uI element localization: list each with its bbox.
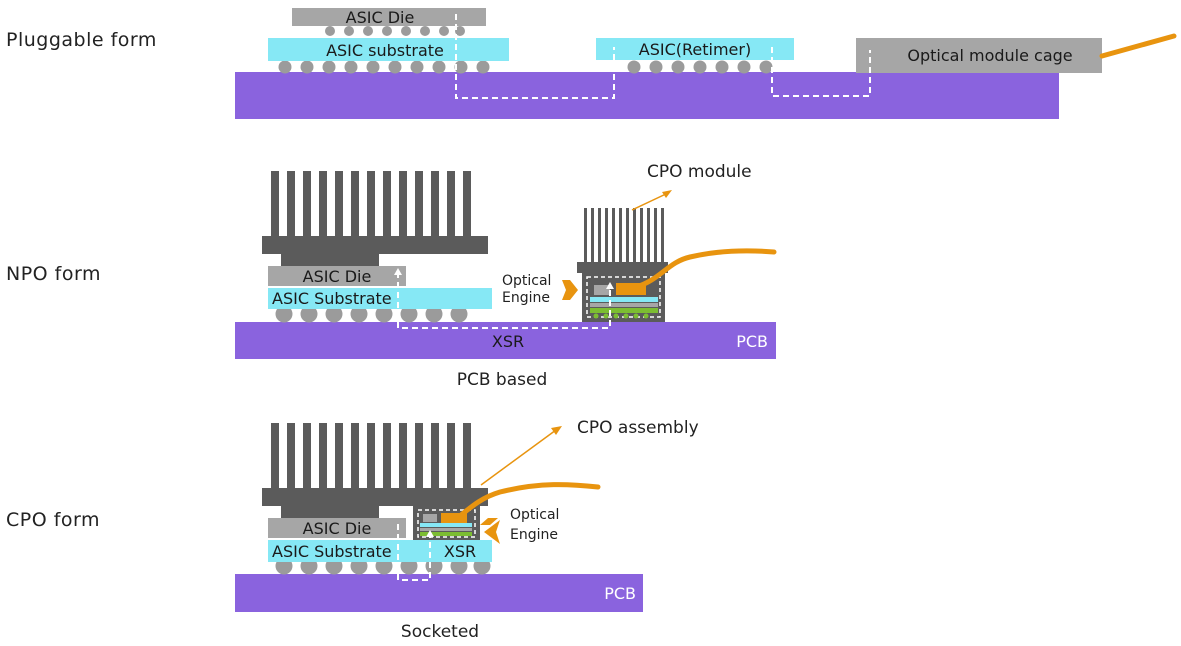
pluggable-retimer-balls	[627, 60, 773, 74]
cpo-assembly-label: CPO assembly	[577, 418, 699, 438]
npo-cpo-module-label: CPO module	[647, 162, 752, 182]
pluggable-signal-path-1	[455, 14, 615, 99]
npo-pcb-label: PCB	[736, 332, 768, 351]
npo-substrate-balls	[275, 305, 468, 323]
npo-path-arrow-up-2	[606, 282, 614, 289]
cpo-pcb-label: PCB	[604, 584, 636, 603]
cpo-signal-path	[397, 524, 431, 581]
npo-optical-engine-label-2: Engine	[502, 290, 550, 306]
cpo-fiber	[452, 482, 601, 523]
pluggable-retimer	[596, 38, 794, 60]
npo-cpo-module	[577, 208, 668, 322]
pluggable-asic-die-label: ASIC Die	[346, 8, 415, 27]
npo-asic-substrate	[268, 288, 492, 309]
cpo-assembly-leader	[480, 429, 557, 486]
pluggable-asic-die	[292, 8, 486, 26]
pluggable-form-label: Pluggable form	[6, 29, 157, 51]
npo-signal-path	[397, 272, 611, 329]
pluggable-die-balls	[325, 26, 465, 36]
pluggable-asic-substrate	[268, 38, 509, 61]
cpo-caption: Socketed	[401, 622, 479, 642]
cpo-asic-substrate	[268, 540, 492, 562]
cpo-path-arrow-up	[426, 530, 434, 537]
cpo-optical-engine-label-2: Engine	[510, 527, 558, 543]
npo-cpo-module-arrowhead	[662, 190, 672, 198]
pluggable-asic-substrate-label: ASIC substrate	[326, 41, 444, 60]
cpo-asic-die	[268, 518, 406, 538]
cpo-optical-engine-label-1: Optical	[510, 507, 559, 523]
pluggable-signal-path-2	[771, 47, 871, 97]
cpo-asic-substrate-label: ASIC Substrate	[272, 542, 392, 561]
npo-heatsink	[262, 171, 488, 266]
cpo-section: CPO form PCB ASIC Substrate XSR ASIC Die	[6, 418, 699, 642]
npo-asic-die	[268, 266, 406, 286]
npo-xsr-label: XSR	[492, 332, 524, 351]
npo-caption: PCB based	[457, 370, 548, 390]
npo-asic-die-label: ASIC Die	[303, 267, 372, 286]
cpo-form-label: CPO form	[6, 509, 100, 531]
cpo-optical-engine-arrow-top	[480, 518, 498, 525]
cpo-asic-die-label: ASIC Die	[303, 519, 372, 538]
optical-module-cage	[856, 38, 1102, 73]
cpo-xsr-label: XSR	[444, 542, 476, 561]
pluggable-retimer-label: ASIC(Retimer)	[639, 40, 751, 59]
npo-path-arrow-up-1	[394, 268, 402, 275]
pluggable-substrate-balls	[278, 60, 490, 74]
npo-form-label: NPO form	[6, 263, 101, 285]
npo-asic-substrate-label: ASIC Substrate	[272, 289, 392, 308]
npo-cpo-module-leader	[631, 192, 669, 211]
cpo-assembly-arrowhead	[551, 426, 562, 435]
npo-optical-engine-arrow	[562, 280, 578, 300]
optical-module-cage-label: Optical module cage	[907, 46, 1072, 65]
cpo-optical-engine-arrow	[484, 520, 500, 544]
cpo-pcb	[235, 574, 643, 612]
npo-optical-engine-label-1: Optical	[502, 273, 551, 289]
pluggable-section: Pluggable form ASIC substrate ASIC Die A…	[6, 8, 1177, 119]
npo-fiber	[633, 248, 777, 290]
npo-section: NPO form XSR PCB ASIC Substrate ASIC Die	[6, 162, 777, 390]
pluggable-fiber	[1099, 33, 1177, 59]
cpo-heatsink	[262, 423, 488, 518]
pluggable-pcb	[235, 72, 1059, 119]
